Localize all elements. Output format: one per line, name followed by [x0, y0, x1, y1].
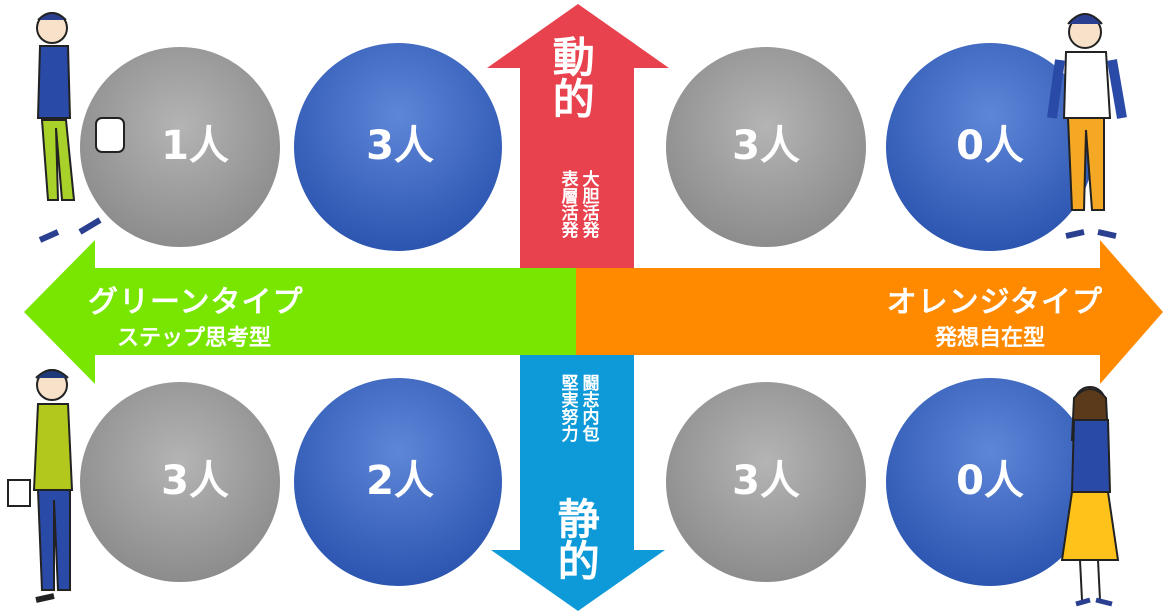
circle-tr-gray	[666, 47, 866, 247]
dynamic-label: 動的	[546, 35, 596, 119]
static-sub-1: 闘志内包	[578, 374, 599, 442]
circle-tl-gray	[80, 47, 280, 247]
count-tl-blue: 3人	[366, 123, 434, 169]
circle-br-gray	[666, 382, 866, 582]
dynamic-arrow-up	[487, 4, 669, 268]
man-green-figure	[7, 369, 74, 603]
woman-green-figure	[36, 12, 125, 243]
count-bl-gray: 3人	[161, 458, 229, 504]
dynamic-sub-2: 表層活発	[557, 170, 578, 238]
count-bl-blue: 2人	[366, 458, 434, 504]
circle-bl-gray	[80, 382, 280, 582]
orange-type-title: オレンジタイプ	[886, 285, 1103, 320]
circle-tl-blue	[294, 43, 502, 251]
man-orange-figure	[1047, 13, 1127, 239]
woman-orange-figure	[1060, 386, 1120, 607]
count-tr-gray: 3人	[732, 123, 800, 169]
circle-br-blue	[886, 378, 1094, 586]
count-tl-gray: 1人	[161, 123, 229, 169]
orange-type-sub: 発想自在型	[934, 326, 1045, 351]
static-arrow-down	[491, 355, 665, 611]
circle-bl-blue	[294, 378, 502, 586]
static-sub-2: 堅実努力	[557, 374, 578, 442]
green-arrow-left	[24, 240, 578, 384]
static-label: 静的	[551, 497, 601, 581]
circle-tr-blue	[886, 43, 1094, 251]
count-tr-blue: 0人	[956, 123, 1024, 169]
green-type-sub: ステップ思考型	[117, 326, 272, 351]
count-br-gray: 3人	[732, 458, 800, 504]
green-type-title: グリーンタイプ	[88, 285, 304, 320]
orange-arrow-right	[576, 240, 1163, 384]
count-br-blue: 0人	[956, 458, 1024, 504]
dynamic-sub-1: 大胆活発	[578, 170, 599, 238]
